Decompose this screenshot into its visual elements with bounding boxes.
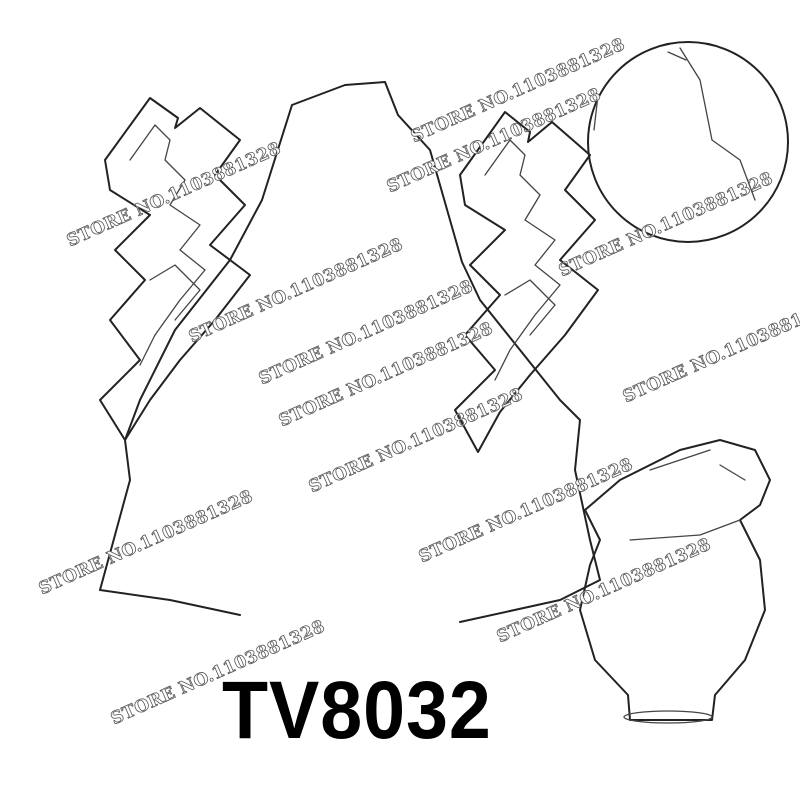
left-zigzag-inner-2 — [149, 264, 201, 321]
circle-inset — [587, 41, 789, 243]
right-zigzag-inner — [484, 139, 561, 381]
head-piece-ellipse — [623, 710, 713, 724]
left-zigzag-outer — [99, 97, 251, 441]
head-piece-detail — [629, 449, 746, 541]
product-code: TV8032 — [222, 665, 492, 756]
circle-inset-detail-2 — [667, 51, 687, 61]
robe-bottom-left — [99, 589, 241, 616]
right-zigzag-inner-2 — [504, 279, 556, 336]
head-piece-outline — [579, 439, 771, 721]
right-zigzag-outer — [454, 111, 599, 453]
left-zigzag-inner — [129, 124, 206, 366]
robe-outline — [99, 81, 601, 623]
circle-inset-detail — [593, 47, 756, 201]
